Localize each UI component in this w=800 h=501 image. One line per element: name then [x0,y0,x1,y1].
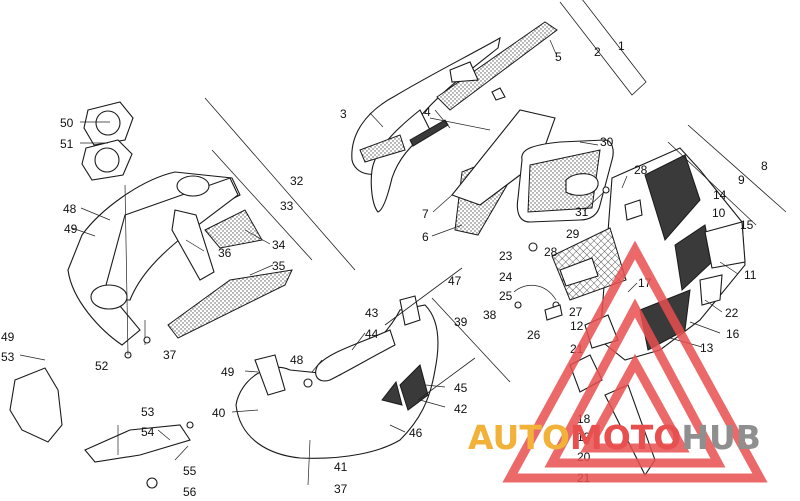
callout-13: 13 [700,341,714,355]
callout-35: 35 [272,259,286,273]
callout-38: 38 [483,308,497,322]
callout-16: 16 [726,327,740,341]
callout-31: 31 [575,205,589,219]
callout-10: 10 [712,206,726,220]
logo-text-auto: AUTO [468,418,570,457]
callout-9: 9 [738,173,745,187]
callout-55: 55 [183,464,197,478]
callout-30: 30 [600,135,614,149]
callout-14: 14 [713,188,727,202]
callout-49-lower: 49 [221,365,235,379]
callout-33: 33 [280,199,294,213]
callout-6: 6 [422,230,429,244]
callout-51: 51 [60,137,74,151]
callout-5: 5 [555,50,562,64]
center-panel [516,139,614,223]
callout-47: 47 [448,274,462,288]
callout-3: 3 [340,107,347,121]
callout-49-guard: 49 [1,330,15,344]
callout-49-left: 49 [64,222,78,236]
callout-24: 24 [499,270,513,284]
callout-48-left: 48 [63,202,77,216]
callout-28-left: 28 [544,245,558,259]
callout-4: 4 [424,105,431,119]
callout-15: 15 [740,218,754,232]
callout-43: 43 [365,306,379,320]
callout-1: 1 [618,39,625,53]
callout-44: 44 [365,327,379,341]
callout-27: 27 [569,305,583,319]
callout-36: 36 [218,246,232,260]
callout-29: 29 [566,227,580,241]
callout-12: 12 [570,319,584,333]
hardware-group [513,242,563,321]
windshield-assembly [351,21,558,213]
callout-22: 22 [725,306,739,320]
callout-28-top: 28 [634,163,648,177]
logo-text-hub: HUB [681,418,761,457]
callout-2: 2 [594,45,601,59]
logo-text-moto: MOTO [569,418,682,457]
callout-45: 45 [454,381,468,395]
callout-41: 41 [334,460,348,474]
callout-50: 50 [60,116,74,130]
callout-7: 7 [422,207,429,221]
automotohub-logo-mark [502,240,768,483]
left-belly-pan [67,171,293,359]
callout-37-lower: 37 [334,482,348,496]
callout-56: 56 [183,485,197,499]
callout-8: 8 [761,159,768,173]
callout-54: 54 [141,425,155,439]
callout-40: 40 [212,406,226,420]
callout-39: 39 [454,315,468,329]
callout-52: 52 [95,359,109,373]
callout-25: 25 [499,289,513,303]
callout-26: 26 [527,328,541,342]
gasket-pair [81,101,134,356]
lower-belly-pan [235,295,439,486]
callout-11: 11 [744,268,757,282]
callout-53-guard: 53 [1,350,15,364]
callout-48-lower: 48 [290,353,304,367]
callout-53-bracket: 53 [141,405,155,419]
callout-37-upper: 37 [163,348,177,362]
callout-23: 23 [499,249,513,263]
callout-42: 42 [454,402,468,416]
callout-46: 46 [409,426,423,440]
right-side-panel [599,147,746,361]
automotohub-logo-text: AUTOMOTOHUB [468,418,761,457]
side-guard [9,367,194,489]
mesh-grille [551,227,627,301]
callout-32: 32 [290,174,304,188]
callout-brackets [19,0,787,461]
callout-34: 34 [272,238,286,252]
side-panel-group [451,109,556,236]
